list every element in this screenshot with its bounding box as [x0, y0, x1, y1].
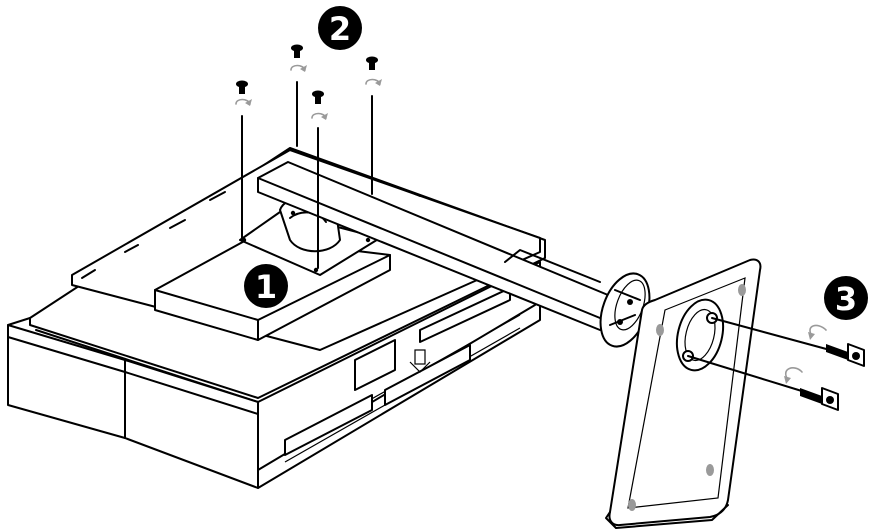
rotate-arrow-icon	[235, 98, 252, 106]
rotate-arrow-icon	[290, 64, 307, 72]
screw-icon	[236, 80, 248, 94]
step-badge-label: 2	[329, 10, 351, 48]
screw-icon	[312, 90, 324, 104]
rotate-arrow-icon	[311, 112, 328, 120]
screw-icon	[291, 44, 303, 58]
rotate-arrow-icon	[365, 78, 382, 86]
screw-icon	[826, 343, 865, 367]
down-arrow-icon	[409, 349, 431, 373]
step-badge-1: 1	[244, 264, 288, 308]
step-badge-2: 2	[318, 6, 362, 50]
stand-base-plate	[605, 258, 762, 529]
step-badge-label: 1	[255, 268, 277, 306]
screw-icon	[366, 56, 378, 70]
step-badge-3: 3	[824, 276, 868, 320]
rotate-arrow-icon	[808, 324, 827, 340]
side-screws	[687, 317, 865, 411]
step-badge-label: 3	[835, 280, 857, 318]
screw-icon	[800, 387, 839, 411]
rotate-arrow-icon	[784, 367, 803, 384]
stand-arm	[257, 161, 651, 348]
top-screws	[235, 44, 382, 269]
